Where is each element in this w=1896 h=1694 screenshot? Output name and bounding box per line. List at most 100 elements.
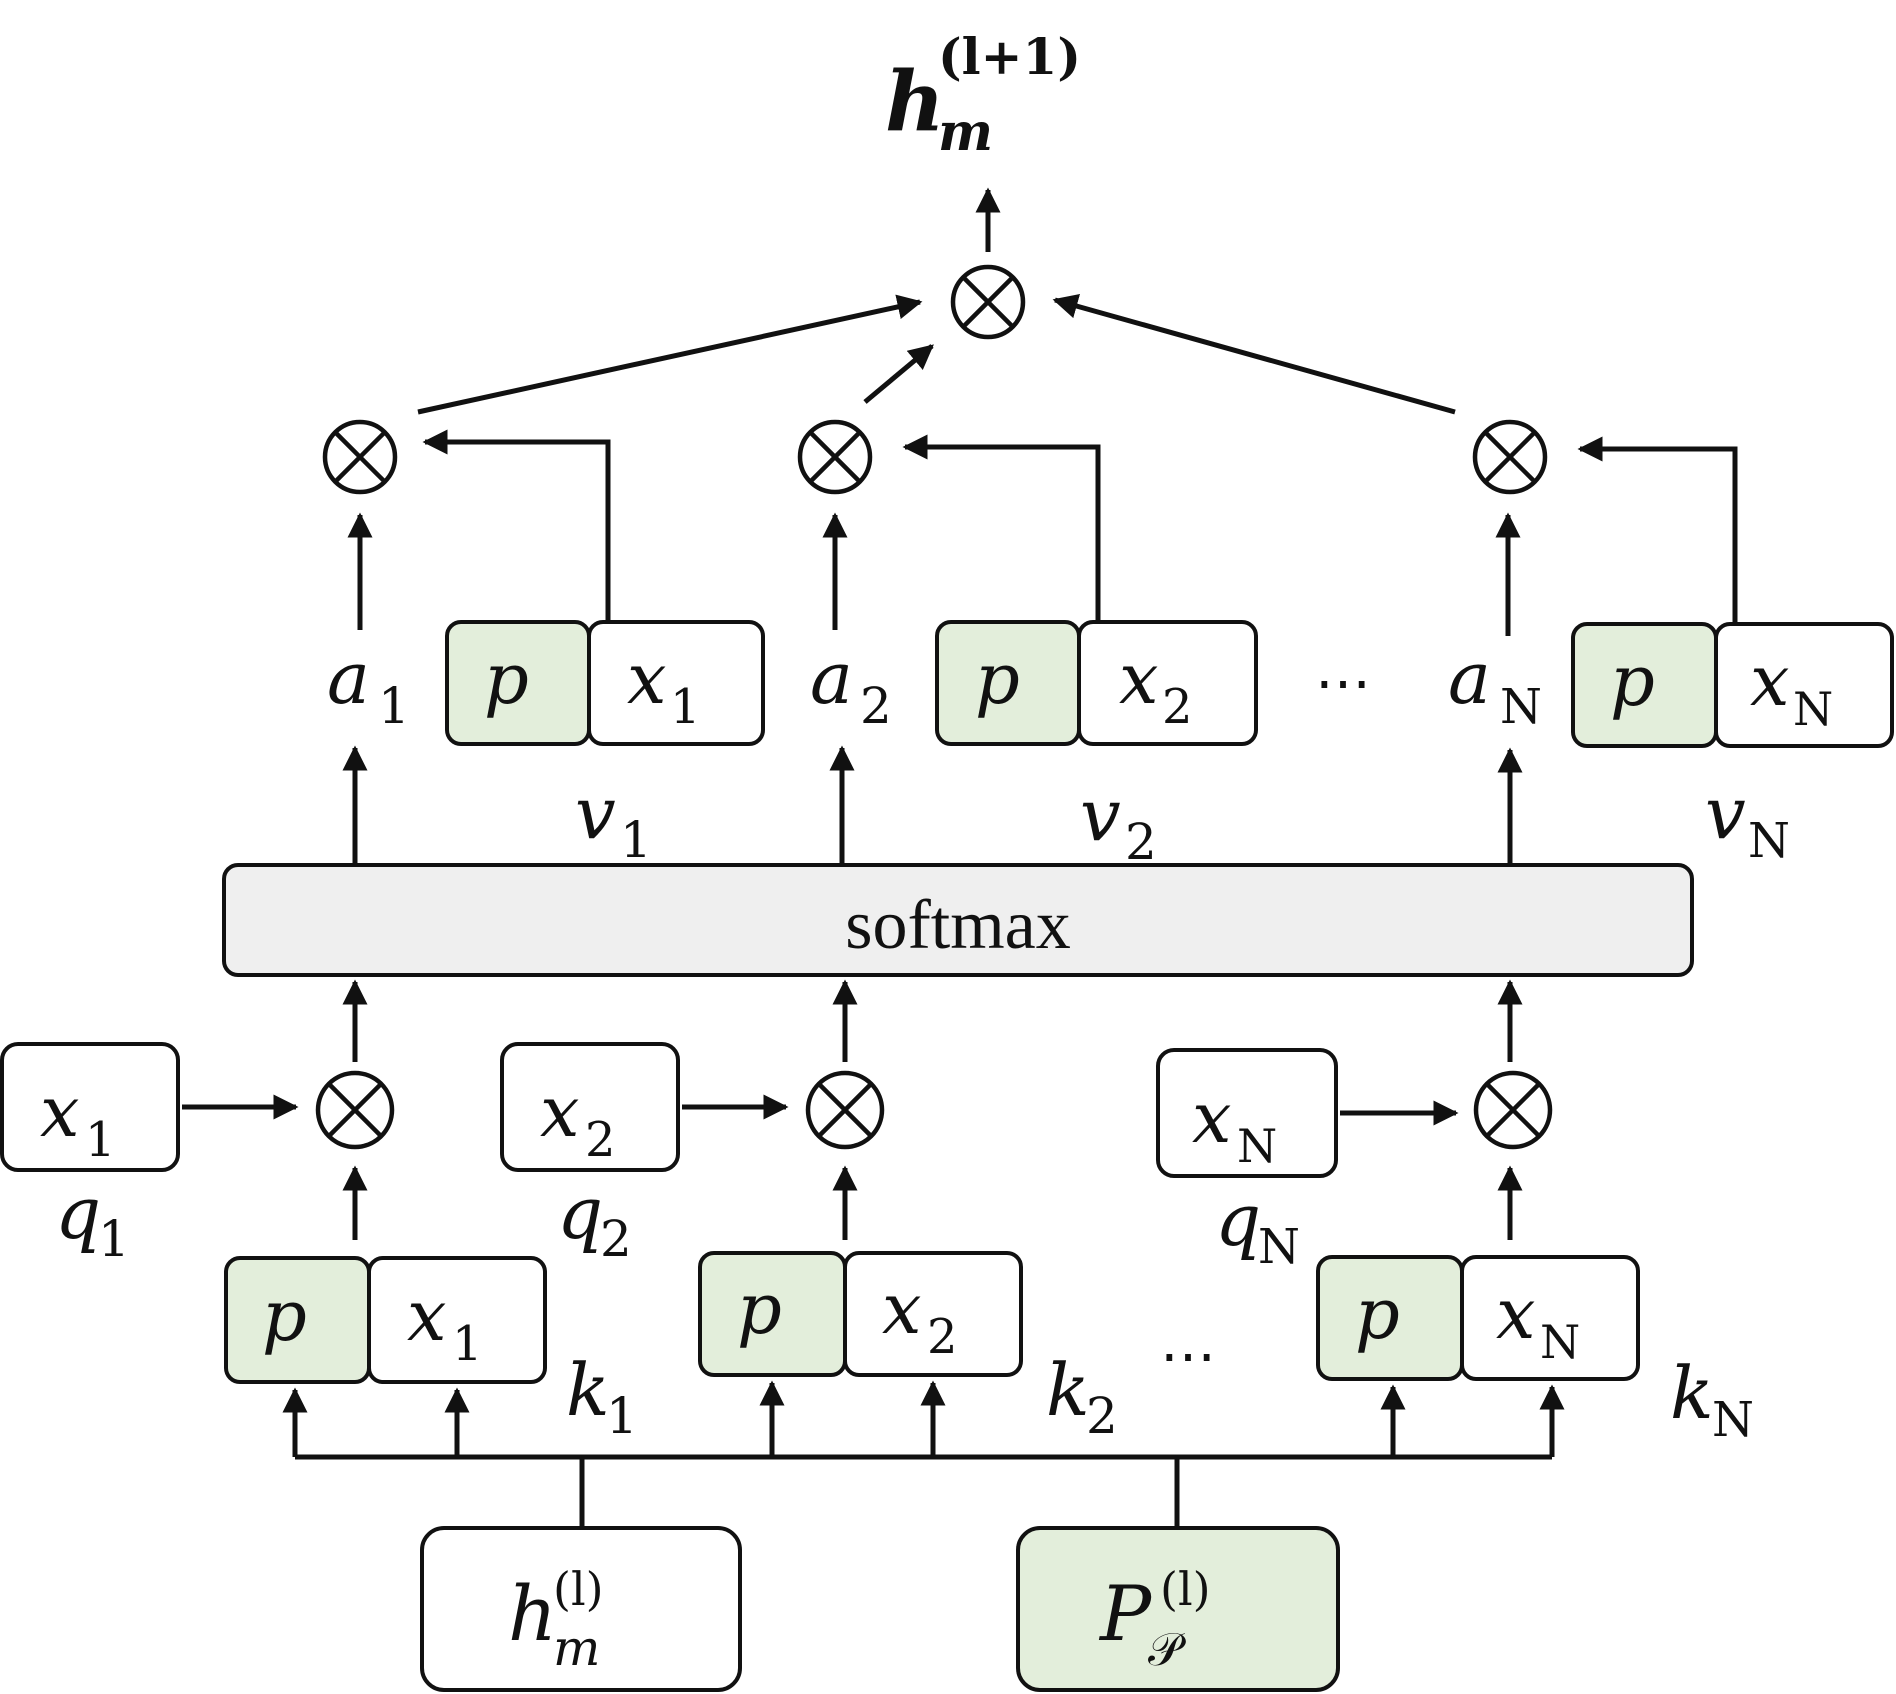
value-column-1: a 1 p x 1 v 1 — [322, 419, 765, 869]
svg-text:1: 1 — [452, 1316, 483, 1372]
svg-text:p: p — [737, 1268, 782, 1350]
svg-text:x: x — [1119, 638, 1158, 720]
arrow-v1-to-otimes — [422, 429, 611, 622]
key-n: p x N k N — [1316, 1255, 1754, 1448]
input-hidden-state-box — [420, 1526, 742, 1692]
arrow-v2-to-otimes — [902, 434, 1101, 622]
key-x-cell-n — [1460, 1255, 1640, 1381]
svg-text:x: x — [40, 1071, 79, 1153]
svg-text:k: k — [566, 1348, 610, 1432]
svg-text:x: x — [1750, 640, 1789, 722]
value-x-label-1: x 1 — [627, 638, 701, 735]
svg-text:v: v — [575, 771, 616, 855]
svg-text:k: k — [1046, 1348, 1090, 1432]
key-2: p x 2 k 2 — [698, 1251, 1118, 1445]
svg-text:a: a — [810, 636, 853, 720]
value-x-cell-2 — [1077, 620, 1258, 746]
svg-text:𝒫: 𝒫 — [1148, 1622, 1186, 1676]
svg-text:1: 1 — [85, 1112, 116, 1168]
output-hidden-state-label: h m (l+1) — [885, 27, 1081, 163]
query-2: x 2 q 2 — [500, 1042, 789, 1268]
softmax-label: softmax — [845, 887, 1071, 964]
query-box-1 — [0, 1042, 180, 1172]
svg-text:x: x — [1192, 1077, 1231, 1159]
svg-text:1: 1 — [378, 677, 410, 735]
value-x-label-2: x 2 — [1119, 638, 1193, 735]
svg-text:(l): (l) — [553, 1562, 604, 1616]
svg-text:q: q — [1215, 1178, 1261, 1262]
score-otimes-1 — [315, 1070, 395, 1150]
svg-text:v: v — [1080, 773, 1121, 857]
svg-text:1: 1 — [606, 1387, 638, 1445]
svg-text:2: 2 — [860, 677, 892, 735]
svg-text:x: x — [627, 638, 666, 720]
value-p-label-2: p — [975, 638, 1020, 720]
key-1: p x 1 k 1 — [224, 1256, 638, 1445]
svg-text:1: 1 — [620, 811, 652, 869]
svg-text:(l+1): (l+1) — [938, 27, 1081, 86]
svg-text:N: N — [1748, 813, 1790, 869]
svg-text:v: v — [1705, 771, 1746, 855]
svg-text:a: a — [1448, 636, 1491, 720]
arrow-weighted-2-to-sum — [863, 344, 934, 404]
softmax-bar — [222, 863, 1694, 977]
arrow-weighted-1-to-sum — [417, 294, 923, 415]
svg-text:x: x — [882, 1268, 921, 1350]
value-p-label-n: p — [1610, 640, 1655, 722]
input-hidden-state: h m (l) — [420, 1526, 742, 1692]
svg-text:(l): (l) — [1160, 1562, 1211, 1616]
value-otimes-2 — [797, 419, 873, 495]
svg-text:2: 2 — [1086, 1387, 1118, 1445]
query-box-2 — [500, 1042, 680, 1172]
svg-text:m: m — [938, 102, 993, 163]
svg-text:h: h — [508, 1569, 557, 1658]
svg-text:p: p — [262, 1275, 307, 1357]
svg-text:x: x — [540, 1071, 579, 1153]
score-otimes-2 — [805, 1070, 885, 1150]
attention-weight-a2: a 2 — [810, 636, 892, 735]
svg-text:q: q — [557, 1171, 603, 1255]
svg-text:m: m — [553, 1619, 600, 1677]
arrow-weighted-n-to-sum — [1052, 294, 1456, 415]
arrow-vn-to-otimes — [1577, 436, 1738, 625]
value-column-n: a N p x N v N — [1448, 419, 1894, 869]
input-distribution-bus — [282, 1380, 1565, 1528]
svg-text:x: x — [1496, 1273, 1535, 1355]
input-prompt: P 𝒫 (l) — [1016, 1526, 1340, 1692]
svg-text:k: k — [1670, 1351, 1714, 1435]
svg-text:2: 2 — [585, 1112, 616, 1168]
score-otimes-n — [1473, 1070, 1553, 1150]
svg-text:a: a — [327, 636, 370, 720]
value-x-cell-n — [1714, 622, 1894, 748]
key-x-cell-2 — [843, 1251, 1023, 1377]
svg-text:q: q — [55, 1171, 101, 1255]
svg-text:p: p — [1355, 1273, 1400, 1355]
svg-text:N: N — [1237, 1119, 1277, 1173]
svg-text:P: P — [1098, 1569, 1153, 1658]
key-x-cell-1 — [367, 1256, 547, 1384]
query-box-n — [1156, 1048, 1338, 1178]
value-x-cell-1 — [587, 620, 765, 746]
svg-text:2: 2 — [927, 1309, 958, 1365]
value-p-label-1: p — [484, 638, 529, 720]
svg-text:1: 1 — [670, 679, 701, 735]
value-otimes-n — [1472, 419, 1548, 495]
svg-text:N: N — [1712, 1392, 1754, 1448]
svg-text:1: 1 — [98, 1210, 130, 1268]
svg-text:2: 2 — [1162, 679, 1193, 735]
query-1: x 1 q 1 — [0, 1042, 299, 1268]
attention-weight-an: a N — [1448, 636, 1542, 735]
key-ellipsis: ⋯ — [1160, 1326, 1216, 1388]
value-column-2: a 2 p x 2 v 2 — [797, 419, 1258, 871]
value-x-label-n: x N — [1750, 640, 1833, 736]
attention-weight-a1: a 1 — [327, 636, 410, 735]
value-otimes-1 — [322, 419, 398, 495]
svg-text:N: N — [1793, 682, 1833, 736]
input-prompt-box — [1016, 1526, 1340, 1692]
svg-text:N: N — [1500, 679, 1542, 735]
svg-text:N: N — [1540, 1315, 1580, 1369]
top-otimes-operator — [950, 264, 1026, 340]
svg-text:N: N — [1258, 1219, 1300, 1275]
query-n: x N q N — [1156, 1048, 1459, 1275]
